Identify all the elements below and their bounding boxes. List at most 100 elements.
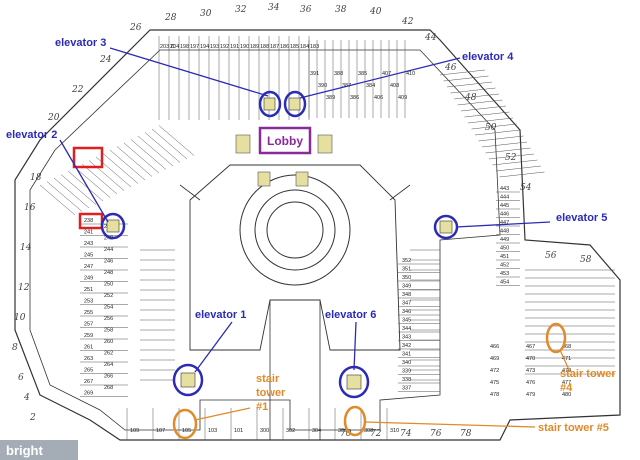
- stall-number: 391: [310, 71, 319, 77]
- stall-number: 249: [84, 276, 93, 282]
- stall-number: 450: [500, 246, 509, 252]
- stall-number: 246: [104, 259, 113, 265]
- stall-number: 389: [326, 95, 335, 101]
- stall-number: 254: [104, 305, 113, 311]
- stair-leader-lines: [194, 349, 571, 428]
- handwritten-number: 48: [464, 93, 477, 103]
- handwritten-number: 12: [18, 283, 30, 293]
- stall-number: 197: [190, 44, 199, 50]
- stall-number: 452: [500, 263, 509, 269]
- building-outline: [14, 29, 621, 441]
- handwritten-number: 34: [268, 3, 280, 13]
- stair-tower-1-line3: #1: [256, 401, 268, 413]
- stall-number: 347: [402, 301, 411, 307]
- stall-number: 453: [500, 271, 509, 277]
- stall-number: 443: [500, 186, 509, 192]
- stall-number: 476: [526, 380, 535, 386]
- elevator-4-label: elevator 4: [462, 51, 514, 63]
- handwritten-number: 44: [424, 33, 437, 43]
- stall-number: 350: [402, 275, 411, 281]
- stall-number: 250: [104, 282, 113, 288]
- stall-number: 184: [300, 44, 309, 50]
- stair-tower-1-line1: stair: [256, 373, 280, 385]
- stall-number: 449: [500, 237, 509, 243]
- stall-number: 471: [562, 356, 571, 362]
- stall-number: 302: [286, 428, 295, 434]
- stall-number: 258: [104, 328, 113, 334]
- elevator-5-label: elevator 5: [556, 212, 607, 224]
- stall-number: 193: [210, 44, 219, 50]
- handwritten-number: 10: [14, 313, 26, 323]
- stall-number: 103: [208, 428, 217, 434]
- stall-number: 444: [500, 195, 509, 201]
- stall-number: 445: [500, 203, 509, 209]
- stall-number: 260: [104, 339, 113, 345]
- stall-number: 409: [398, 95, 407, 101]
- handwritten-number: 50: [485, 123, 497, 133]
- stall-number: 479: [526, 392, 535, 398]
- handwritten-number: 2: [29, 413, 36, 423]
- stall-number: 352: [402, 258, 411, 264]
- handwritten-number: 74: [400, 429, 412, 439]
- handwritten-number: 38: [335, 5, 347, 15]
- stall-number: 384: [366, 83, 375, 89]
- stall-number: 388: [334, 71, 343, 77]
- stall-number: 188: [260, 44, 269, 50]
- stair-tower-4-line2: #4: [560, 382, 573, 394]
- lobby-marker: Lobby: [258, 126, 312, 155]
- elevator-3-circle: [258, 90, 282, 118]
- handwritten-number: 22: [71, 85, 84, 95]
- stall-number: 262: [104, 351, 113, 357]
- stall-number: 266: [104, 374, 113, 380]
- handwritten-number: 58: [580, 255, 592, 265]
- stall-number: 385: [358, 71, 367, 77]
- stall-number: 186: [280, 44, 289, 50]
- stall-number: 451: [500, 254, 509, 260]
- stall-number: 468: [562, 344, 571, 350]
- watermark: bright: [0, 440, 78, 460]
- handwritten-number: 14: [20, 243, 32, 253]
- stall-number: 344: [402, 326, 411, 332]
- stall-number: 406: [374, 95, 383, 101]
- stall-number: 247: [84, 264, 93, 270]
- stall-number: 198: [180, 44, 189, 50]
- stall-number: 447: [500, 220, 509, 226]
- stall-number: 107: [156, 428, 165, 434]
- parking-stalls: [39, 36, 615, 440]
- elevator-leader-lines: [59, 47, 551, 373]
- stall-number: 410: [406, 71, 415, 77]
- stall-number: 351: [402, 267, 411, 273]
- stair-tower-5-label: stair tower #5: [538, 422, 609, 434]
- stall-number: 109: [130, 428, 139, 434]
- stall-number: 300: [260, 428, 269, 434]
- stall-number: 407: [382, 71, 391, 77]
- stall-number: 259: [84, 333, 93, 339]
- stall-number: 480: [562, 392, 571, 398]
- stall-number: 268: [104, 385, 113, 391]
- red-box-upper: [72, 146, 104, 169]
- stair-tower-4-line1: stair tower: [560, 368, 616, 380]
- handwritten-number: 6: [18, 373, 24, 383]
- stall-number: 238: [84, 218, 93, 224]
- stall-number: 203 C: [160, 44, 175, 50]
- stall-number: 454: [500, 280, 509, 286]
- handwritten-number: 56: [545, 251, 557, 261]
- stall-number: 189: [250, 44, 259, 50]
- stall-number: 337: [402, 386, 411, 392]
- handwritten-number: 72: [370, 429, 382, 439]
- handwritten-number: 20: [47, 113, 60, 123]
- elevator-2-circle: [100, 212, 126, 240]
- handwritten-number: 70: [340, 429, 352, 439]
- stall-number: 257: [84, 322, 93, 328]
- elevator-4-circle: [283, 90, 307, 118]
- watermark-text: bright: [6, 443, 43, 458]
- lobby-label: Lobby: [267, 134, 303, 148]
- stair-tower-5-circle: [343, 405, 367, 437]
- stair-tower-1-circle: [172, 408, 198, 440]
- stall-number: 345: [402, 318, 411, 324]
- stall-number: 253: [84, 299, 93, 305]
- handwritten-number: 32: [235, 5, 247, 15]
- stall-number: 342: [402, 343, 411, 349]
